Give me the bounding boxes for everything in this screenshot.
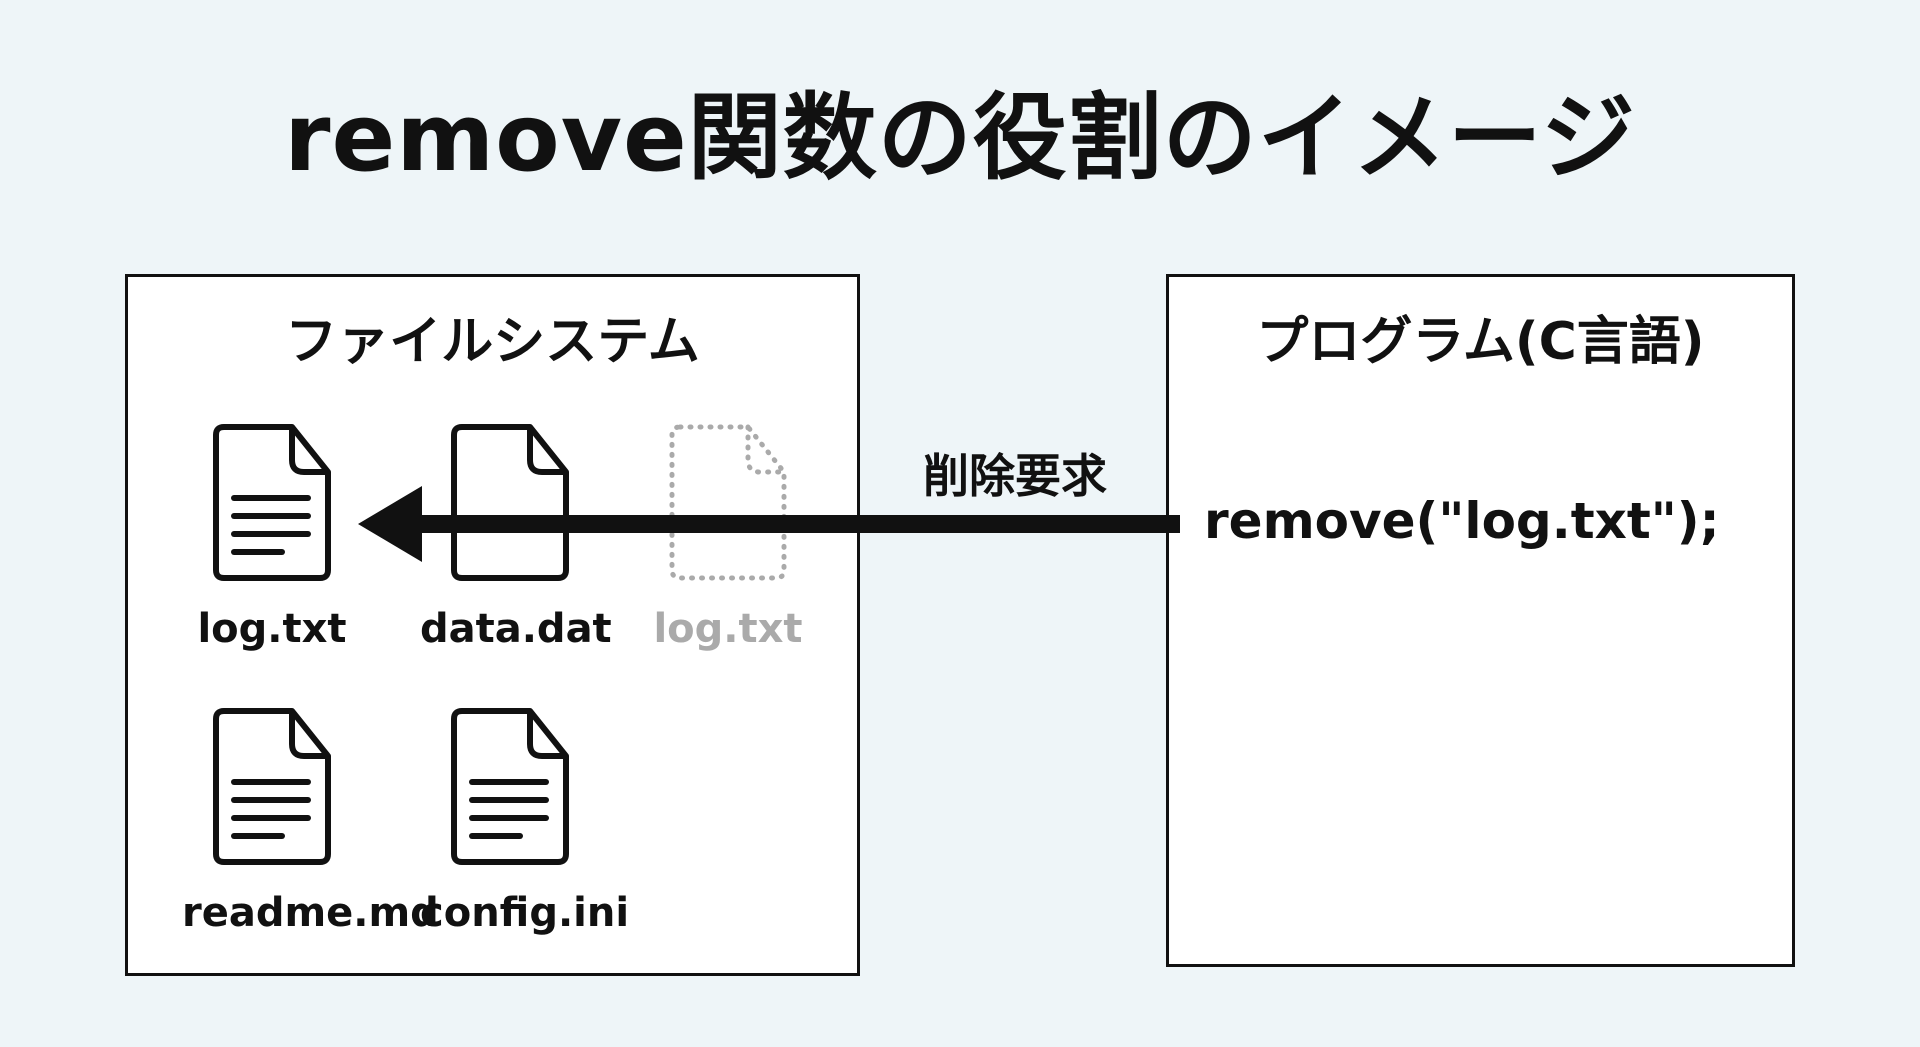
file-data-dat: data.dat	[420, 422, 612, 652]
arrow-shaft	[410, 515, 1180, 533]
text-file-icon	[451, 708, 569, 865]
file-system-heading: ファイルシステム	[285, 312, 700, 372]
file-config-ini: config.ini	[420, 706, 630, 936]
file-label: data.dat	[420, 606, 612, 652]
file-log-txt-deleted: log.txt	[638, 422, 818, 652]
file-label: log.txt	[197, 606, 347, 652]
arrow-label: 削除要求	[923, 449, 1107, 503]
program-heading: プログラム(C言語)	[1256, 312, 1705, 372]
code-snippet: remove("log.txt");	[1204, 492, 1720, 550]
file-icon	[451, 424, 569, 581]
file-log-txt: log.txt	[182, 422, 362, 652]
text-file-icon	[213, 708, 331, 865]
deleted-file-icon	[669, 424, 787, 581]
page-title: remove関数の役割のイメージ	[284, 84, 1636, 193]
program-panel: プログラム(C言語)	[1166, 274, 1795, 967]
file-label: config.ini	[420, 890, 630, 936]
file-label: log.txt	[653, 606, 803, 652]
arrow-head	[358, 486, 422, 562]
text-file-icon	[213, 424, 331, 581]
